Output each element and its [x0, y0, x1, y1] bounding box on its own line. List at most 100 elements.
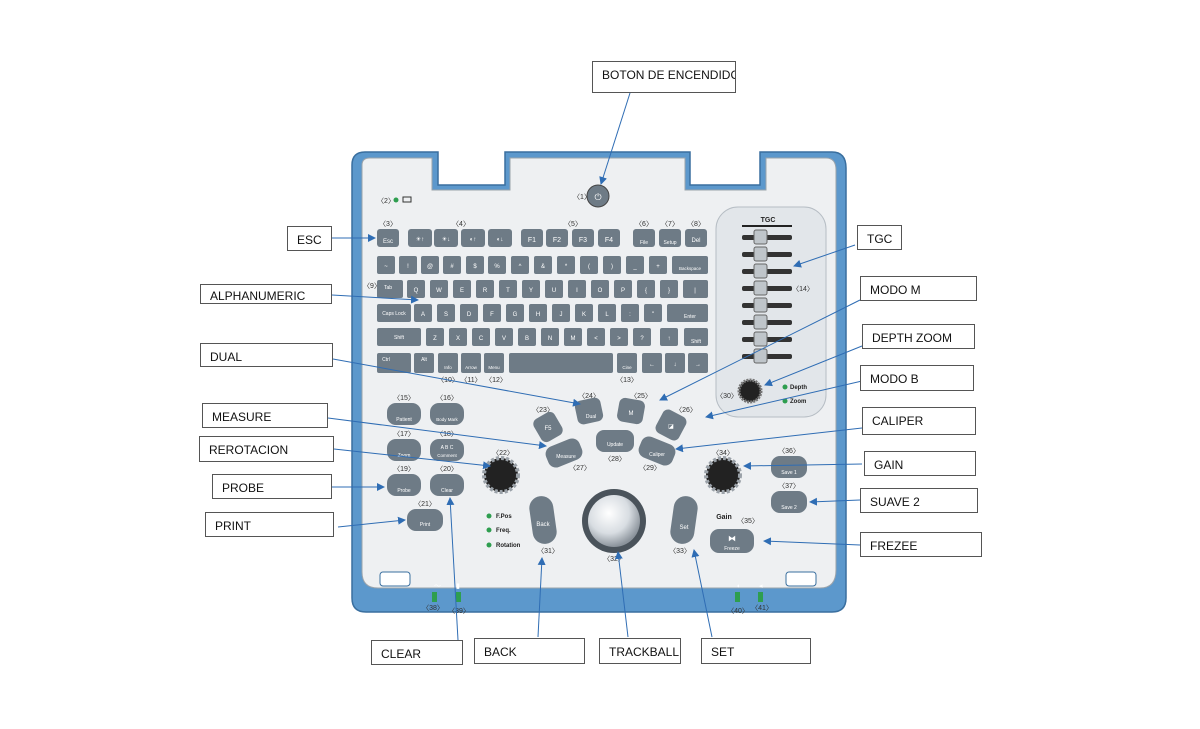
- key-q[interactable]: [407, 280, 425, 298]
- rotation-knob[interactable]: [482, 456, 520, 494]
- contrast-down-key[interactable]: [488, 229, 512, 247]
- key-g[interactable]: [506, 304, 524, 322]
- tab-key[interactable]: [377, 280, 403, 298]
- key-lt[interactable]: [587, 328, 605, 346]
- update-key[interactable]: [596, 430, 634, 452]
- trackball[interactable]: [588, 495, 640, 547]
- key-5[interactable]: [488, 256, 506, 274]
- key-z[interactable]: [426, 328, 444, 346]
- key-4[interactable]: [466, 256, 484, 274]
- arrow-down-key[interactable]: [665, 353, 685, 373]
- key-y[interactable]: [522, 280, 540, 298]
- clear-button[interactable]: [430, 474, 464, 496]
- right-shift-key[interactable]: [684, 328, 708, 346]
- tgc-slider-knob-7[interactable]: [753, 331, 768, 347]
- print-button[interactable]: [407, 509, 443, 531]
- key-r[interactable]: [476, 280, 494, 298]
- patient-button[interactable]: [387, 403, 421, 425]
- f4-key[interactable]: [598, 229, 620, 247]
- key-3[interactable]: [443, 256, 461, 274]
- key-colon[interactable]: [621, 304, 639, 322]
- key-a[interactable]: [414, 304, 432, 322]
- key-d[interactable]: [460, 304, 478, 322]
- key-o[interactable]: [591, 280, 609, 298]
- f1-key[interactable]: [521, 229, 543, 247]
- key-l[interactable]: [598, 304, 616, 322]
- key-v[interactable]: [495, 328, 513, 346]
- arrow-left-key[interactable]: [642, 353, 662, 373]
- brightness-up-key[interactable]: [408, 229, 432, 247]
- m-mode-key[interactable]: [616, 397, 646, 425]
- f5-key[interactable]: [531, 410, 565, 445]
- key-j[interactable]: [552, 304, 570, 322]
- backspace-key[interactable]: [672, 256, 708, 274]
- key-1[interactable]: [399, 256, 417, 274]
- key-rbrace[interactable]: [660, 280, 678, 298]
- measure-key[interactable]: [543, 436, 585, 470]
- comment-button[interactable]: [430, 439, 464, 461]
- esc-key[interactable]: [377, 229, 399, 247]
- save2-button[interactable]: [771, 491, 807, 513]
- cine-key[interactable]: [617, 353, 637, 373]
- file-key[interactable]: [633, 229, 655, 247]
- key-quote[interactable]: [644, 304, 662, 322]
- tgc-slider-knob-1[interactable]: [753, 229, 768, 245]
- key-x[interactable]: [449, 328, 467, 346]
- save1-button[interactable]: [771, 456, 807, 478]
- key-c[interactable]: [472, 328, 490, 346]
- key-9[interactable]: [580, 256, 598, 274]
- set-button[interactable]: [669, 495, 699, 546]
- del-key[interactable]: [685, 229, 707, 247]
- info-key[interactable]: [438, 353, 458, 373]
- key-8[interactable]: [557, 256, 575, 274]
- key-b[interactable]: [518, 328, 536, 346]
- back-button[interactable]: [528, 495, 558, 546]
- key-k[interactable]: [575, 304, 593, 322]
- key-s[interactable]: [437, 304, 455, 322]
- key-i[interactable]: [568, 280, 586, 298]
- f2-key[interactable]: [546, 229, 568, 247]
- key-w[interactable]: [430, 280, 448, 298]
- left-shift-key[interactable]: [377, 328, 421, 346]
- key-equals[interactable]: [649, 256, 667, 274]
- caliper-key[interactable]: [636, 434, 678, 468]
- body-mark-button[interactable]: [430, 403, 464, 425]
- key-6[interactable]: [511, 256, 529, 274]
- key-7[interactable]: [534, 256, 552, 274]
- tgc-slider-knob-6[interactable]: [753, 314, 768, 330]
- tgc-slider-knob-5[interactable]: [753, 297, 768, 313]
- key-pipe[interactable]: [683, 280, 708, 298]
- key-u[interactable]: [545, 280, 563, 298]
- key-tilde[interactable]: [377, 256, 395, 274]
- arrow-up-key[interactable]: [660, 328, 678, 346]
- arrow-right-key[interactable]: [688, 353, 708, 373]
- key-h[interactable]: [529, 304, 547, 322]
- key-2[interactable]: [421, 256, 439, 274]
- tgc-slider-knob-3[interactable]: [753, 263, 768, 279]
- menu-key[interactable]: [484, 353, 504, 373]
- arrow-key[interactable]: [461, 353, 481, 373]
- key-n[interactable]: [541, 328, 559, 346]
- depth-zoom-knob[interactable]: [737, 378, 763, 404]
- probe-button[interactable]: [387, 474, 421, 496]
- f3-key[interactable]: [572, 229, 594, 247]
- power-button[interactable]: [586, 184, 610, 208]
- tgc-slider-knob-2[interactable]: [753, 246, 768, 262]
- key-p[interactable]: [614, 280, 632, 298]
- key-m[interactable]: [564, 328, 582, 346]
- space-bar[interactable]: [509, 353, 613, 373]
- key-question[interactable]: [633, 328, 651, 346]
- caps-lock-key[interactable]: [377, 304, 411, 322]
- freeze-button[interactable]: [710, 529, 754, 553]
- b-mode-key[interactable]: [653, 407, 688, 442]
- key-e[interactable]: [453, 280, 471, 298]
- gain-knob[interactable]: [704, 456, 742, 494]
- key-0[interactable]: [603, 256, 621, 274]
- key-t[interactable]: [499, 280, 517, 298]
- enter-key[interactable]: [667, 304, 708, 322]
- contrast-up-key[interactable]: [461, 229, 485, 247]
- brightness-down-key[interactable]: [434, 229, 458, 247]
- dual-key[interactable]: [574, 397, 604, 426]
- key-gt[interactable]: [610, 328, 628, 346]
- ctrl-key[interactable]: [377, 353, 411, 373]
